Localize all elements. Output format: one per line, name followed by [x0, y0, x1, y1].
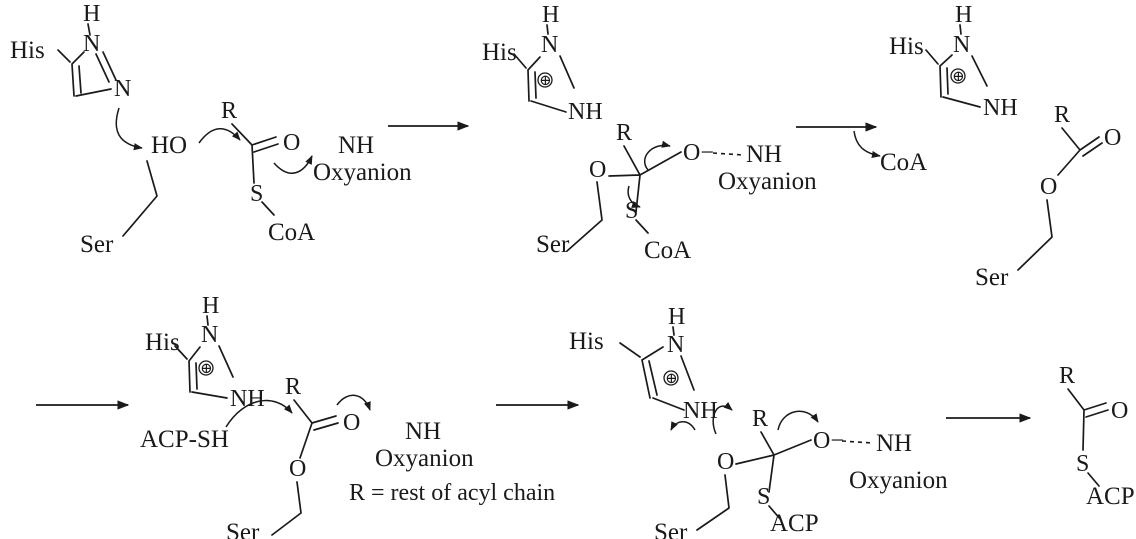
structure-2-tetrahedral-intermediate: His H N NH ⊕ R O− NH Oxyanion O Ser S Co… — [482, 2, 817, 264]
h-label: H — [202, 293, 219, 319]
positive-charge-icon: ⊕ — [200, 361, 213, 377]
r-definition-note: R = rest of acyl chain — [349, 480, 555, 506]
ser-label: Ser — [654, 519, 688, 539]
structure-4-acp-attack: His H N NH ⊕ ACP-SH R O O Ser NH Oxyanio… — [140, 293, 474, 539]
n-label: N — [83, 31, 100, 57]
structure-1-reactants: His H N N HO Ser R O S CoA NH Oxyanion — [10, 1, 412, 258]
his-label: His — [10, 37, 45, 64]
o-label: O — [717, 449, 734, 475]
positive-charge-icon: ⊕ — [665, 371, 678, 387]
n-label: N — [667, 332, 684, 358]
r-label: R — [1059, 363, 1075, 389]
n-label: N — [201, 322, 218, 348]
s-label: S — [1076, 451, 1089, 477]
nh-label: NH — [568, 99, 603, 125]
o-label: O — [1040, 174, 1057, 200]
nh-label: NH — [983, 95, 1018, 121]
oxyanion-label: Oxyanion — [849, 467, 948, 494]
ser-label: Ser — [226, 519, 260, 539]
his-label: His — [889, 33, 924, 60]
o-label: O — [1111, 398, 1128, 424]
n-label: N — [114, 76, 131, 102]
h-label: H — [83, 1, 100, 27]
r-label: R — [285, 374, 301, 400]
ser-label: Ser — [975, 264, 1009, 291]
oxyanion-label: Oxyanion — [718, 168, 817, 195]
o-label: O — [589, 157, 606, 183]
oxyanion-label: Oxyanion — [375, 445, 474, 472]
coa-label: CoA — [644, 237, 691, 264]
o-minus-label: O− — [683, 140, 714, 166]
structure-6-acyl-acp-product: R O S ACP — [1059, 363, 1135, 510]
nh-label: NH — [746, 141, 782, 168]
n-label: N — [541, 32, 558, 58]
acp-label: ACP — [1086, 483, 1135, 510]
ser-label: Ser — [536, 231, 570, 258]
s-label: S — [250, 181, 263, 207]
his-label: His — [145, 329, 180, 356]
nh-label: NH — [876, 430, 912, 457]
oxyanion-label: Oxyanion — [313, 159, 412, 186]
n-label: N — [953, 32, 970, 58]
acp-sh-label: ACP-SH — [140, 426, 229, 453]
ho-label: HO — [151, 132, 187, 159]
his-label: His — [569, 328, 604, 355]
coa-release-arrow — [853, 130, 881, 159]
o-label: O — [283, 130, 300, 156]
s-label: S — [757, 484, 770, 510]
coa-label: CoA — [268, 219, 315, 246]
r-label: R — [616, 120, 632, 146]
his-label: His — [482, 39, 517, 66]
structure-3-acyl-enzyme: His H N NH ⊕ R O O Ser — [889, 2, 1121, 291]
o-label: O — [343, 410, 360, 436]
h-label: H — [668, 304, 685, 330]
r-label: R — [221, 98, 237, 124]
o-label: O — [289, 456, 306, 482]
h-label: H — [542, 2, 559, 28]
r-label: R — [1054, 102, 1070, 128]
positive-charge-icon: ⊕ — [952, 69, 965, 85]
r-label: R — [752, 406, 768, 432]
nh-label: NH — [338, 132, 374, 159]
nh-label: NH — [683, 398, 718, 424]
nh-label: NH — [405, 418, 441, 445]
acp-label: ACP — [770, 510, 819, 537]
coa-label: CoA — [880, 149, 927, 176]
o-label: O — [1104, 125, 1121, 151]
structure-5-tetrahedral-intermediate: His H N NH ⊕ R O− NH Oxyanion O Ser S AC… — [569, 304, 948, 539]
h-label: H — [955, 2, 972, 28]
ser-label: Ser — [80, 231, 114, 258]
positive-charge-icon: ⊕ — [539, 73, 552, 89]
nh-label: NH — [230, 386, 265, 412]
o-minus-label: O− — [813, 428, 844, 454]
